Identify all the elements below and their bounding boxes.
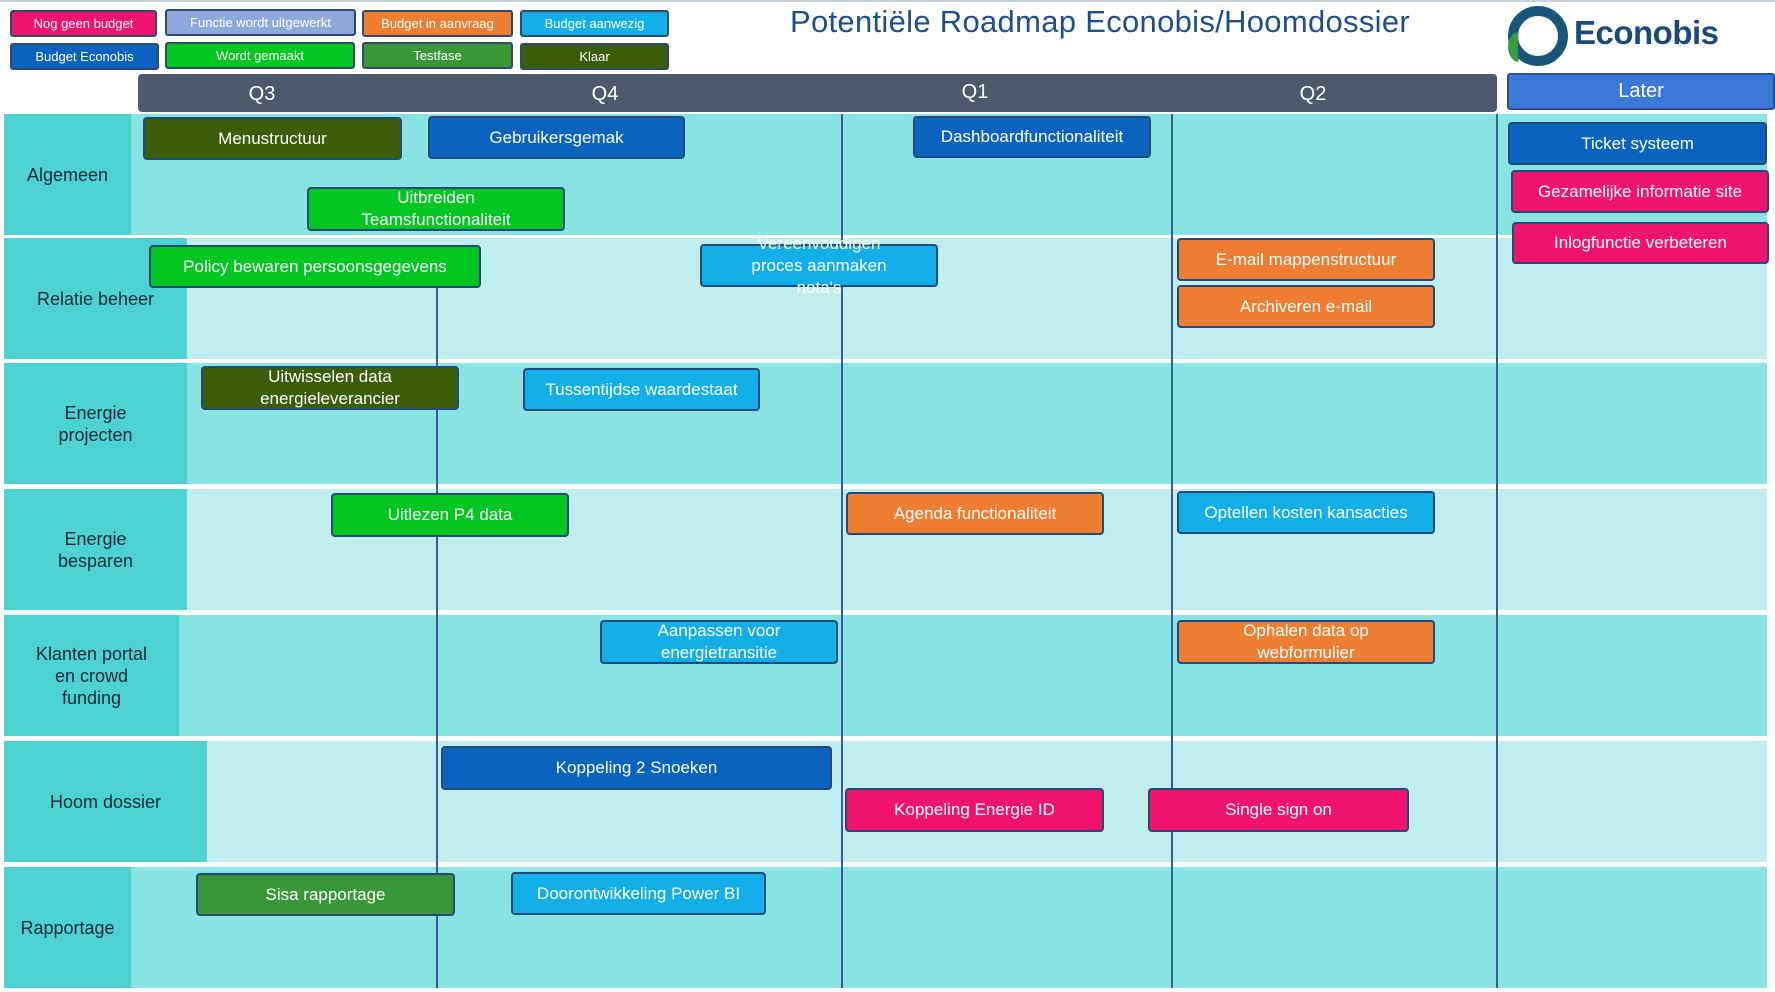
legend-budget-econobis: Budget Econobis <box>10 43 159 70</box>
quarter-q2: Q2 <box>1299 83 1327 105</box>
task-policy-bewaren-persoonsgegevens[interactable]: Policy bewaren persoonsgegevens <box>149 245 481 288</box>
task-koppeling-2-snoeken[interactable]: Koppeling 2 Snoeken <box>441 746 832 790</box>
task-aanpassen-voor-energietransitie[interactable]: Aanpassen voor energietransitie <box>600 620 838 664</box>
lane-label-klanten-portal: Klanten portal en crowd funding <box>4 615 179 736</box>
quarter-q3: Q3 <box>248 83 276 105</box>
later-header: Later <box>1507 73 1775 110</box>
task-koppeling-energie-id[interactable]: Koppeling Energie ID <box>845 788 1104 832</box>
task-menustructuur[interactable]: Menustructuur <box>143 117 402 160</box>
lane-label-algemeen: Algemeen <box>4 114 131 235</box>
lane-bg-klanten-portal <box>4 615 1767 736</box>
quarter-divider-q4-q1 <box>841 114 843 988</box>
quarter-q4: Q4 <box>591 83 619 105</box>
page-title: Potentiële Roadmap Econobis/Hoomdossier <box>790 4 1410 39</box>
task-doorontwikkeling-power-bi[interactable]: Doorontwikkeling Power BI <box>511 872 766 915</box>
task-dashboardfunctionaliteit[interactable]: Dashboardfunctionaliteit <box>913 116 1151 158</box>
task-ophalen-data-webformulier[interactable]: Ophalen data op webformulier <box>1177 620 1435 664</box>
task-ticket-systeem[interactable]: Ticket systeem <box>1508 122 1767 165</box>
quarter-divider-q2-later <box>1496 114 1498 988</box>
task-single-sign-on[interactable]: Single sign on <box>1148 788 1409 832</box>
task-uitlezen-p4-data[interactable]: Uitlezen P4 data <box>331 493 569 537</box>
task-sisa-rapportage[interactable]: Sisa rapportage <box>196 873 455 916</box>
task-archiveren-email[interactable]: Archiveren e-mail <box>1177 285 1435 328</box>
legend-budget-in-aanvraag: Budget in aanvraag <box>362 10 513 37</box>
task-gebruikersgemak[interactable]: Gebruikersgemak <box>428 116 685 159</box>
logo-text: Econobis <box>1574 14 1719 51</box>
top-border <box>0 0 1775 2</box>
legend-nog-geen-budget: Nog geen budget <box>10 10 157 37</box>
legend-budget-aanwezig: Budget aanwezig <box>520 10 669 37</box>
task-gezamelijke-informatie-site[interactable]: Gezamelijke informatie site <box>1511 170 1769 213</box>
lane-label-rapportage: Rapportage <box>4 867 131 988</box>
legend-functie-wordt-uitgewerkt: Functie wordt uitgewerkt <box>165 9 356 36</box>
task-vereenvoudigen-proces[interactable]: Vereenvoudigen proces aanmaken nota's <box>700 234 938 297</box>
task-inlogfunctie-verbeteren[interactable]: Inlogfunctie verbeteren <box>1512 222 1769 264</box>
legend-klaar: Klaar <box>520 43 669 70</box>
task-agenda-functionaliteit[interactable]: Agenda functionaliteit <box>846 492 1104 535</box>
lane-label-energie-besparen: Energie besparen <box>4 489 187 610</box>
lane-label-hoom-dossier: Hoom dossier <box>4 741 207 862</box>
legend-wordt-gemaakt: Wordt gemaakt <box>165 42 355 69</box>
econobis-logo-icon <box>1508 6 1568 66</box>
quarter-q1: Q1 <box>961 81 989 103</box>
legend-testfase: Testfase <box>362 42 513 69</box>
task-email-mappenstructuur[interactable]: E-mail mappenstructuur <box>1177 238 1435 281</box>
lane-label-energie-projecten: Energie projecten <box>4 363 187 484</box>
task-optellen-kosten-kansacties[interactable]: Optellen kosten kansacties <box>1177 491 1435 534</box>
task-uitwisselen-data-energieleverancier[interactable]: Uitwisselen data energieleverancier <box>201 366 459 410</box>
quarter-divider-q1-q2 <box>1171 114 1173 988</box>
task-tussentijdse-waardestaat[interactable]: Tussentijdse waardestaat <box>523 368 760 411</box>
task-uitbreiden-teamsfunctionaliteit[interactable]: Uitbreiden Teamsfunctionaliteit <box>307 187 565 231</box>
quarter-bar <box>138 74 1497 112</box>
today-marker-line <box>436 288 438 988</box>
